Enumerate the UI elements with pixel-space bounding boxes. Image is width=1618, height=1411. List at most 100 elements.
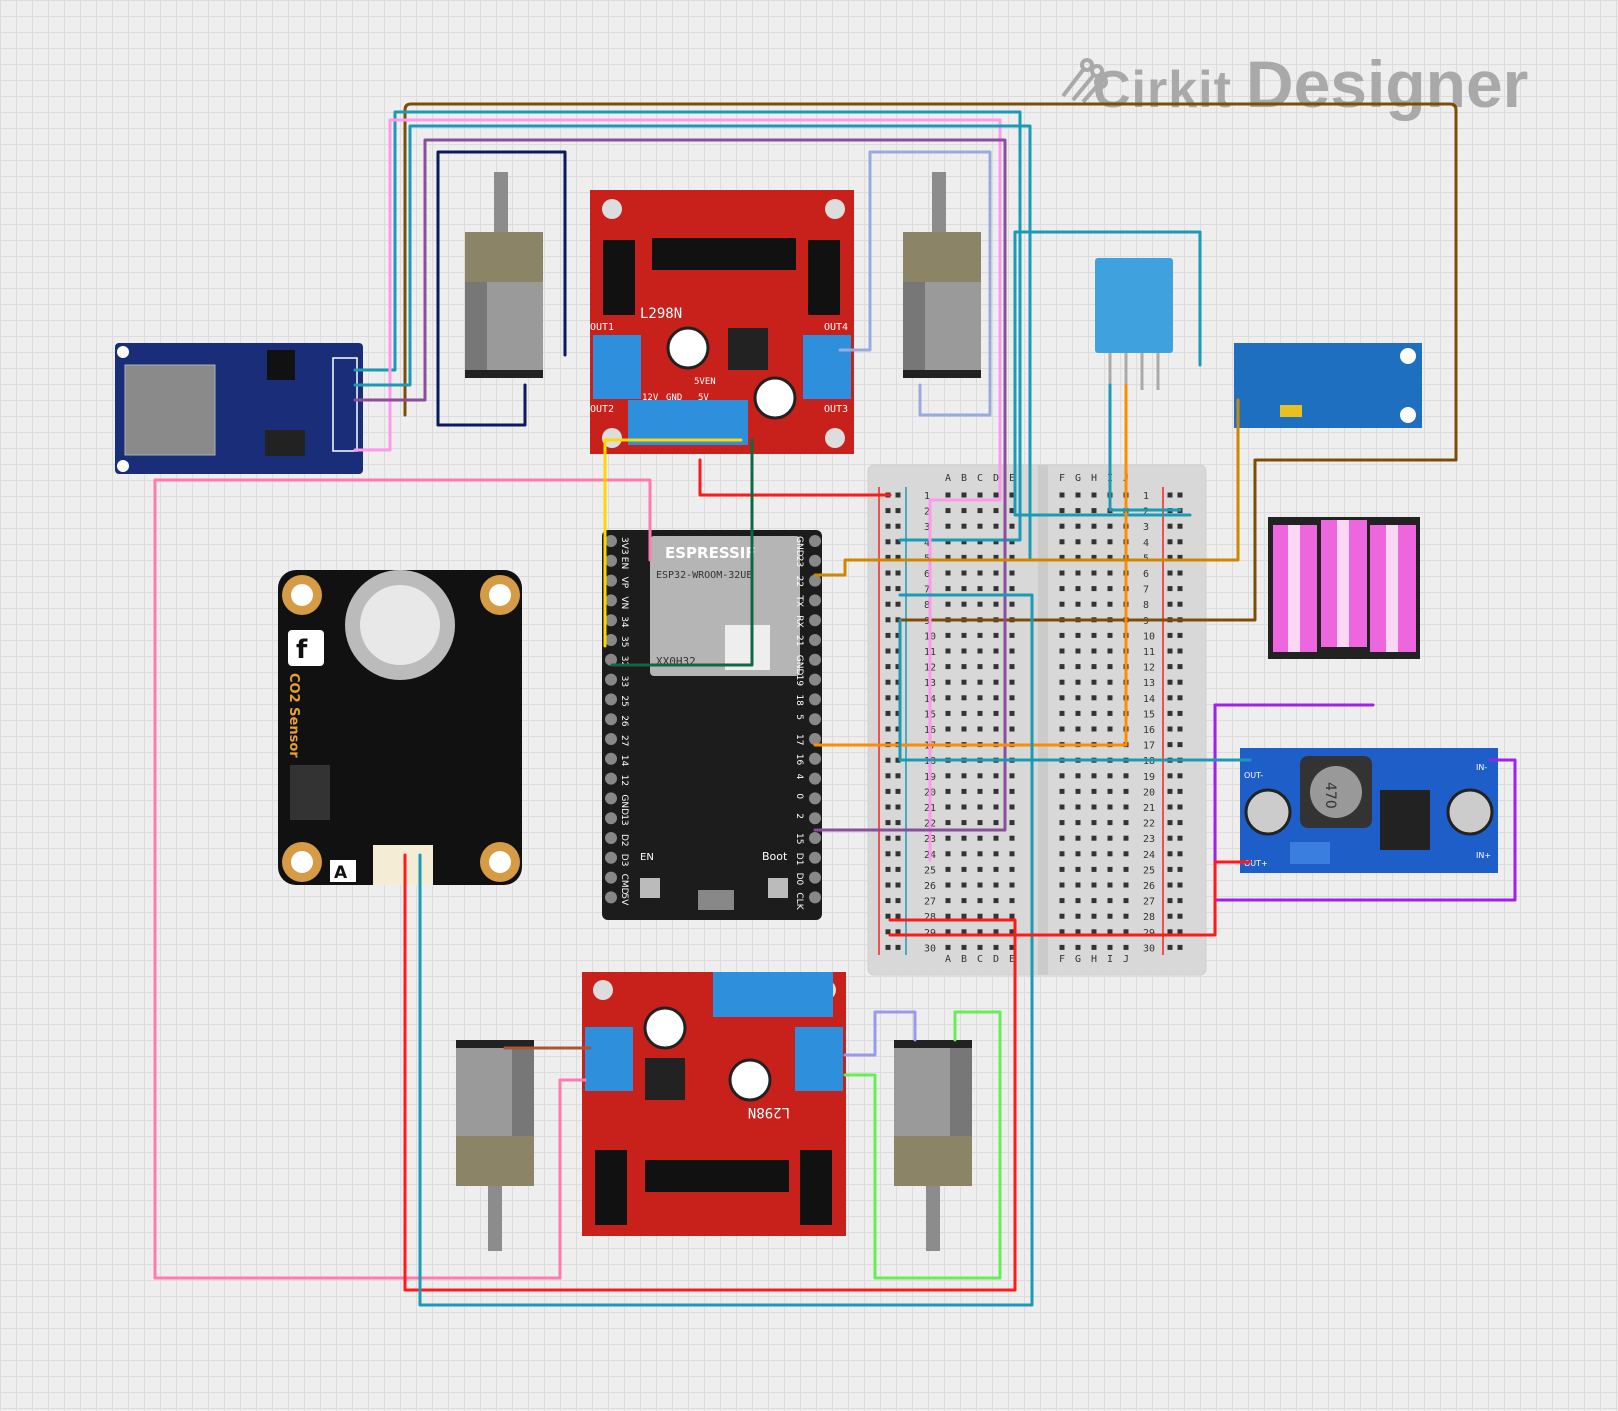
breadboard-hole[interactable] — [1059, 539, 1065, 545]
esp-pin[interactable] — [605, 752, 617, 765]
breadboard-hole[interactable] — [993, 804, 999, 810]
wire[interactable] — [843, 1010, 1002, 1280]
esp-pin[interactable] — [605, 614, 617, 627]
esp-pin[interactable] — [605, 851, 617, 864]
breadboard-hole[interactable] — [961, 851, 967, 857]
wire[interactable] — [403, 853, 1017, 1292]
breadboard-hole[interactable] — [885, 554, 891, 560]
breadboard-hole[interactable] — [1123, 913, 1129, 919]
gear-motor-bottom-right[interactable] — [894, 1040, 972, 1251]
breadboard-hole[interactable] — [1177, 882, 1183, 888]
breadboard-hole[interactable] — [1009, 913, 1015, 919]
breadboard-hole[interactable] — [1075, 695, 1081, 701]
breadboard-hole[interactable] — [895, 944, 901, 950]
gear-motor-top-right[interactable] — [903, 172, 981, 378]
breadboard-hole[interactable] — [1059, 898, 1065, 904]
breadboard-hole[interactable] — [1167, 742, 1173, 748]
breadboard-hole[interactable] — [1177, 726, 1183, 732]
light-sensor-module[interactable] — [1234, 343, 1422, 428]
breadboard-hole[interactable] — [895, 804, 901, 810]
wire[interactable] — [353, 110, 1022, 542]
wire[interactable] — [813, 383, 1128, 747]
breadboard-hole[interactable] — [1075, 664, 1081, 670]
breadboard-hole[interactable] — [977, 773, 983, 779]
esp-pin[interactable] — [809, 693, 821, 706]
breadboard-hole[interactable] — [993, 679, 999, 685]
breadboard-hole[interactable] — [1091, 664, 1097, 670]
breadboard-hole[interactable] — [961, 664, 967, 670]
breadboard-hole[interactable] — [895, 664, 901, 670]
breadboard-hole[interactable] — [993, 570, 999, 576]
breadboard-hole[interactable] — [1075, 835, 1081, 841]
breadboard-hole[interactable] — [885, 679, 891, 685]
breadboard-hole[interactable] — [961, 773, 967, 779]
breadboard-hole[interactable] — [885, 898, 891, 904]
breadboard-hole[interactable] — [1107, 898, 1113, 904]
breadboard-hole[interactable] — [1075, 773, 1081, 779]
breadboard-hole[interactable] — [945, 866, 951, 872]
breadboard-hole[interactable] — [1107, 788, 1113, 794]
esp-pin[interactable] — [605, 812, 617, 825]
breadboard-hole[interactable] — [1091, 820, 1097, 826]
breadboard-hole[interactable] — [1075, 554, 1081, 560]
esp-pin[interactable] — [605, 871, 617, 884]
breadboard-hole[interactable] — [977, 820, 983, 826]
breadboard-hole[interactable] — [1009, 773, 1015, 779]
esp-pin[interactable] — [605, 733, 617, 745]
esp-pin[interactable] — [809, 733, 821, 745]
breadboard-hole[interactable] — [945, 648, 951, 654]
breadboard-hole[interactable] — [1167, 913, 1173, 919]
breadboard-hole[interactable] — [1107, 632, 1113, 638]
breadboard-hole[interactable] — [1167, 898, 1173, 904]
breadboard-hole[interactable] — [1059, 508, 1065, 514]
breadboard-hole[interactable] — [1167, 492, 1173, 498]
breadboard-hole[interactable] — [977, 523, 983, 529]
breadboard-hole[interactable] — [885, 835, 891, 841]
breadboard-hole[interactable] — [977, 601, 983, 607]
breadboard-hole[interactable] — [993, 586, 999, 592]
breadboard-hole[interactable] — [1091, 710, 1097, 716]
breadboard-hole[interactable] — [1091, 601, 1097, 607]
esp-pin[interactable] — [605, 653, 617, 666]
breadboard-hole[interactable] — [895, 492, 901, 498]
breadboard-hole[interactable] — [1059, 523, 1065, 529]
breadboard-hole[interactable] — [977, 929, 983, 935]
breadboard-hole[interactable] — [945, 523, 951, 529]
breadboard-hole[interactable] — [1091, 913, 1097, 919]
breadboard-hole[interactable] — [1177, 773, 1183, 779]
breadboard-hole[interactable] — [1009, 710, 1015, 716]
breadboard-hole[interactable] — [961, 679, 967, 685]
breadboard-hole[interactable] — [1123, 944, 1129, 950]
esp-pin[interactable] — [809, 673, 821, 686]
breadboard-hole[interactable] — [1075, 539, 1081, 545]
breadboard-hole[interactable] — [1075, 898, 1081, 904]
breadboard-hole[interactable] — [1177, 632, 1183, 638]
breadboard-hole[interactable] — [993, 539, 999, 545]
breadboard-hole[interactable] — [1177, 679, 1183, 685]
breadboard-hole[interactable] — [885, 757, 891, 763]
breadboard-hole[interactable] — [993, 882, 999, 888]
esp-pin[interactable] — [809, 713, 821, 726]
breadboard-hole[interactable] — [1009, 679, 1015, 685]
breadboard-hole[interactable] — [1167, 929, 1173, 935]
breadboard-hole[interactable] — [1091, 523, 1097, 529]
breadboard-hole[interactable] — [885, 882, 891, 888]
breadboard-hole[interactable] — [1075, 804, 1081, 810]
breadboard-hole[interactable] — [1059, 586, 1065, 592]
boost-converter[interactable]: 470 OUT- OUT+ IN- IN+ — [1240, 748, 1498, 873]
breadboard-hole[interactable] — [1167, 835, 1173, 841]
esp-pin[interactable] — [809, 614, 821, 627]
breadboard-hole[interactable] — [1167, 679, 1173, 685]
breadboard-hole[interactable] — [993, 898, 999, 904]
breadboard-hole[interactable] — [1177, 648, 1183, 654]
breadboard-hole[interactable] — [1009, 726, 1015, 732]
breadboard-hole[interactable] — [1177, 742, 1183, 748]
breadboard-hole[interactable] — [895, 679, 901, 685]
breadboard-hole[interactable] — [1107, 804, 1113, 810]
breadboard-hole[interactable] — [1059, 820, 1065, 826]
breadboard-hole[interactable] — [1091, 508, 1097, 514]
breadboard-hole[interactable] — [977, 898, 983, 904]
breadboard-hole[interactable] — [1059, 632, 1065, 638]
breadboard-hole[interactable] — [1107, 554, 1113, 560]
breadboard-hole[interactable] — [945, 664, 951, 670]
